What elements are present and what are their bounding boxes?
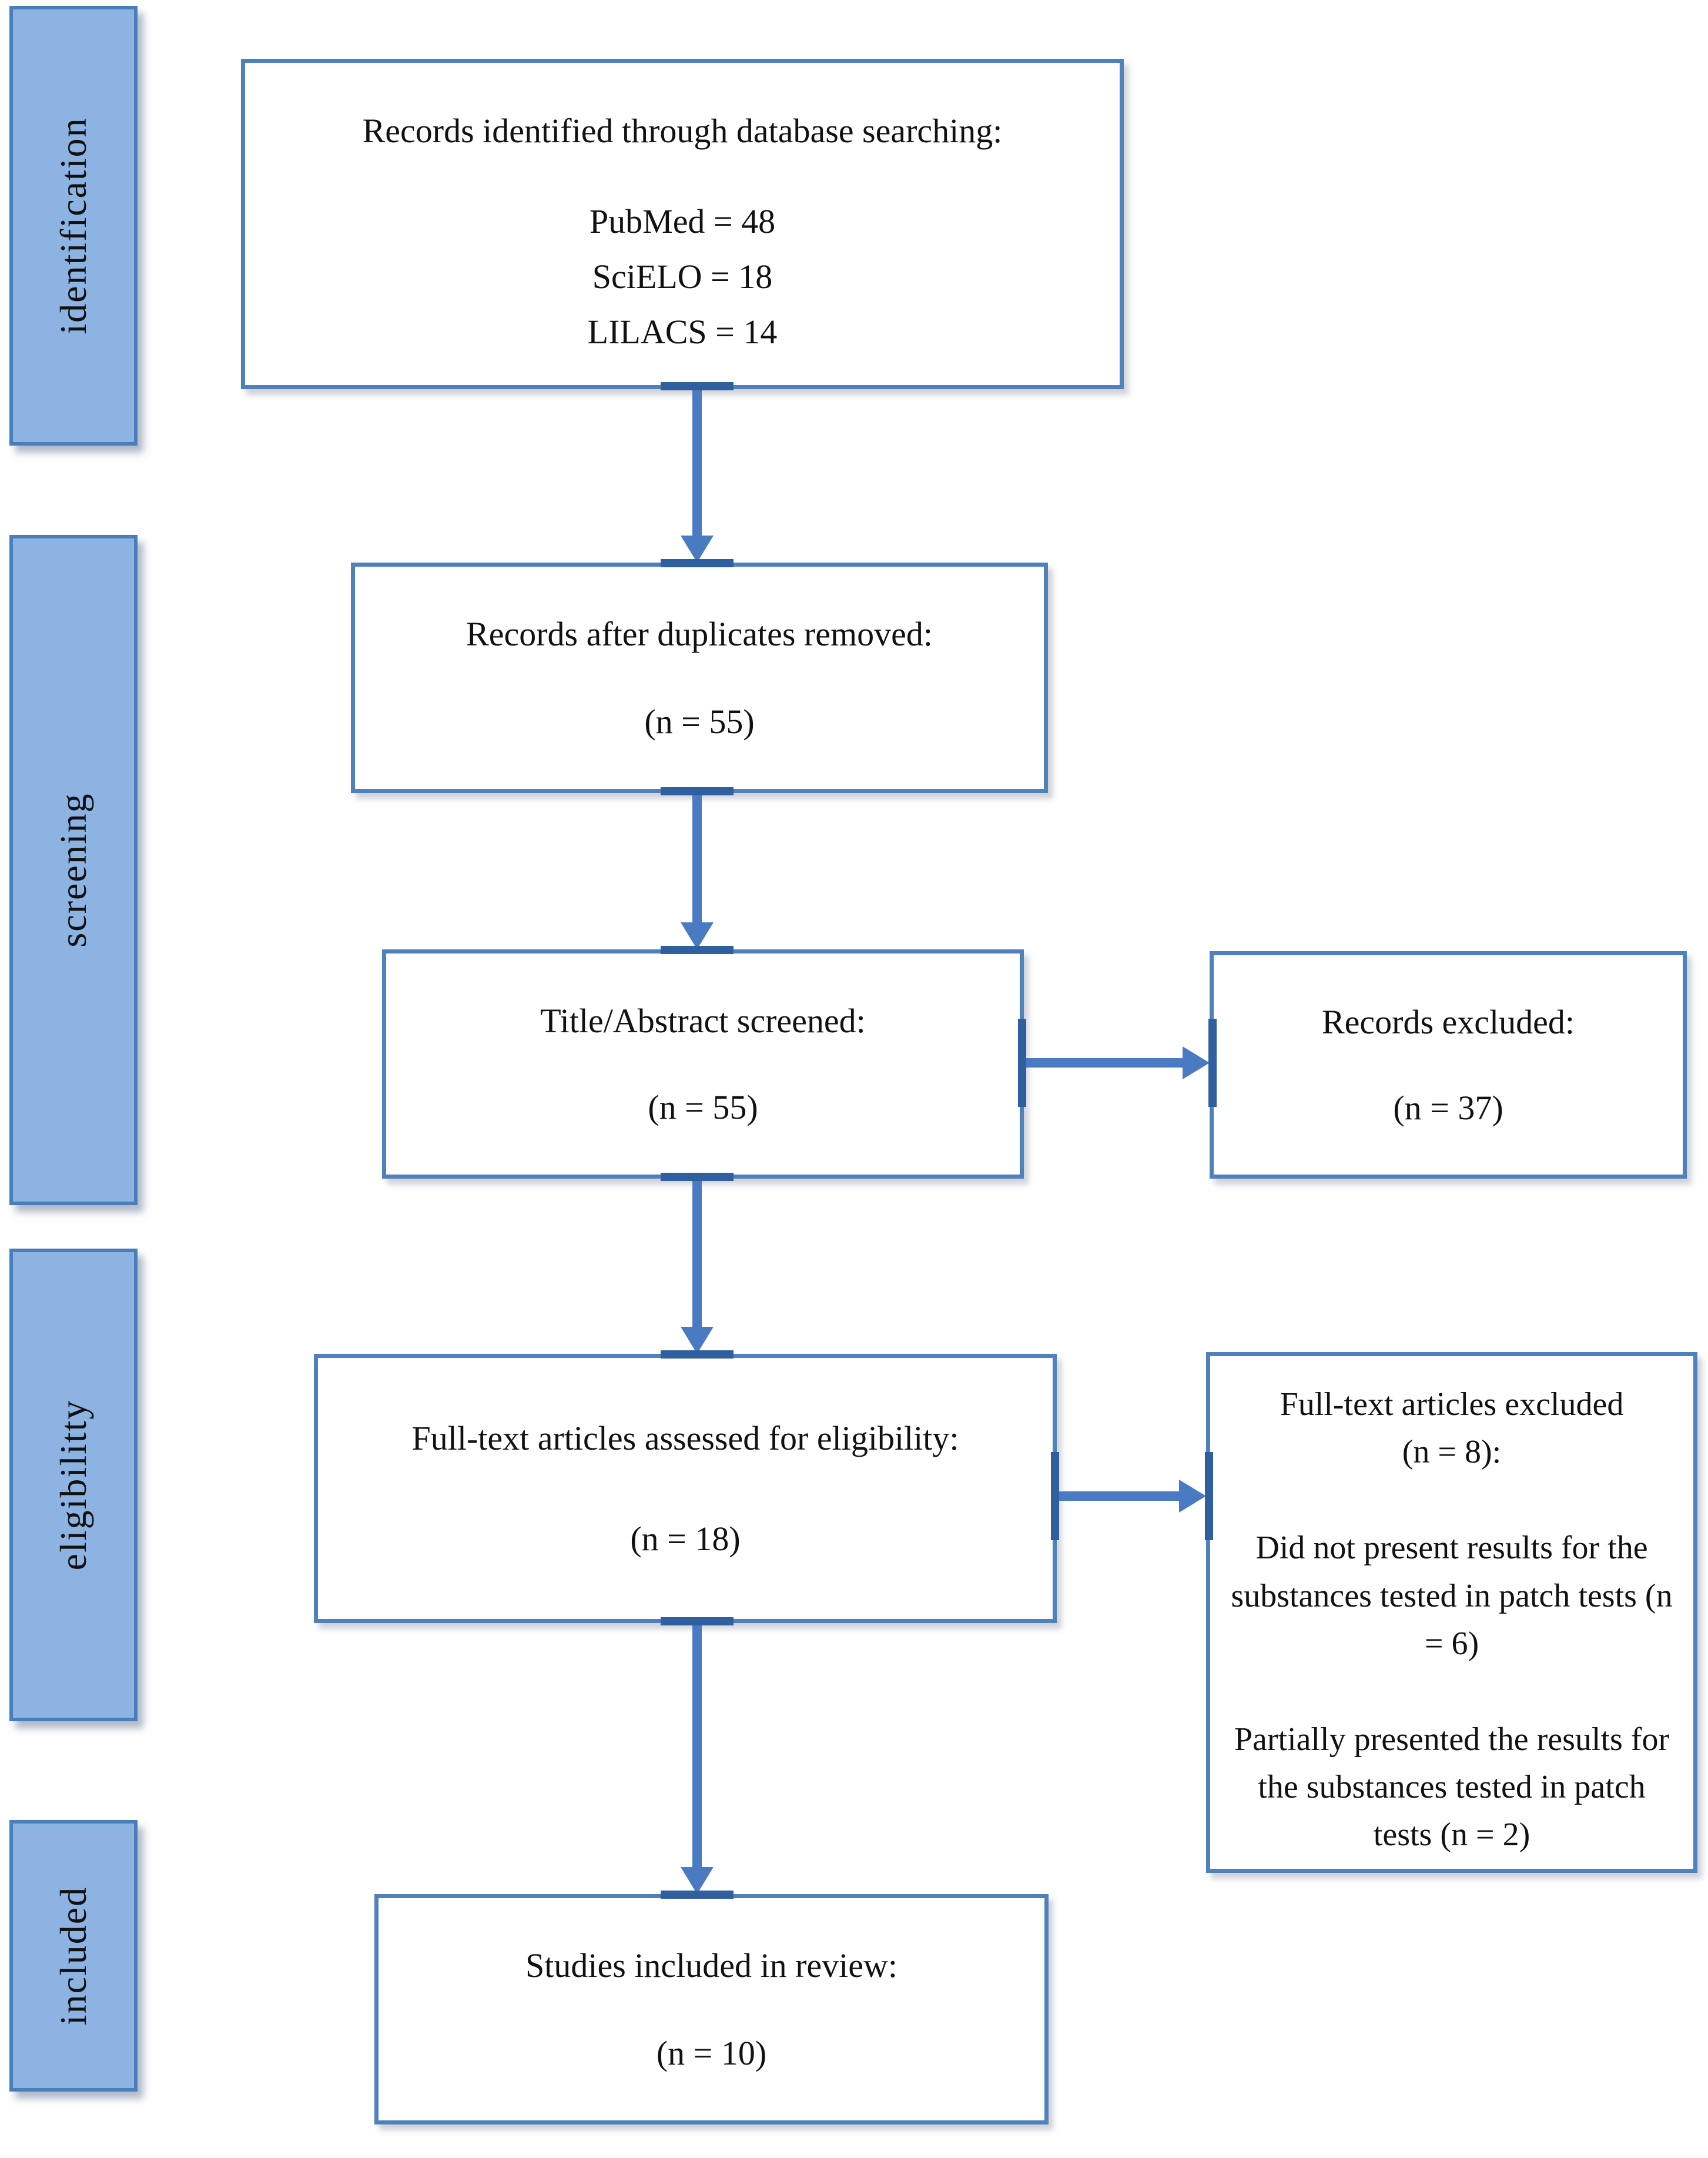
box-records-excluded-title: Records excluded: [1321, 1002, 1575, 1041]
phase-label-screening: screening [52, 792, 94, 948]
box-title-abstract-screened-title: Title/Abstract screened: [540, 1001, 866, 1040]
connector-tab [661, 787, 734, 795]
arrow-screened-to-excluded [1024, 1058, 1183, 1068]
source-count-scielo: SciELO = 18 [592, 257, 773, 296]
exclusion-reason-no-results: Did not present results for the substanc… [1231, 1530, 1673, 1662]
box-title-abstract-screened-count: (n = 55) [648, 1088, 758, 1127]
arrow-duplicates-to-screened [692, 793, 702, 922]
connector-tab [1051, 1452, 1059, 1540]
box-records-identified-sources: PubMed = 48 SciELO = 18 LILACS = 14 [588, 194, 778, 360]
box-duplicates-removed: Records after duplicates removed: (n = 5… [351, 563, 1048, 793]
box-duplicates-removed-title: Records after duplicates removed: [466, 615, 933, 654]
connector-tab [1018, 1019, 1026, 1107]
box-fulltext-excluded-title: Full-text articles excluded [1280, 1386, 1624, 1423]
box-records-excluded-count: (n = 37) [1393, 1089, 1503, 1127]
connector-tab [661, 946, 734, 954]
box-records-identified: Records identified through database sear… [241, 59, 1124, 389]
arrow-screened-to-fulltext [692, 1179, 702, 1327]
arrow-fulltext-to-excluded [1057, 1491, 1179, 1501]
box-duplicates-removed-count: (n = 55) [644, 702, 755, 741]
box-studies-included-title: Studies included in review: [525, 1946, 898, 1985]
box-fulltext-excluded: Full-text articles excluded (n = 8): Did… [1206, 1352, 1697, 1873]
connector-tab [661, 1173, 734, 1181]
phase-label-included: included [52, 1886, 94, 2026]
phase-box-screening: screening [9, 535, 138, 1205]
box-records-excluded: Records excluded: (n = 37) [1210, 951, 1687, 1179]
box-studies-included-count: (n = 10) [656, 2033, 767, 2072]
exclusion-reason-partial-results: Partially presented the results for the … [1234, 1721, 1670, 1853]
arrow-fulltext-to-included [692, 1623, 702, 1867]
box-title-abstract-screened: Title/Abstract screened: (n = 55) [382, 949, 1024, 1179]
connector-tab [661, 559, 734, 567]
box-fulltext-assessed-title: Full-text articles assessed for eligibil… [411, 1419, 959, 1458]
box-fulltext-assessed: Full-text articles assessed for eligibil… [314, 1354, 1057, 1623]
phase-box-identification: identification [9, 6, 138, 446]
arrow-identified-to-duplicates [692, 389, 702, 536]
box-records-identified-title: Records identified through database sear… [362, 112, 1003, 150]
box-fulltext-excluded-count: (n = 8): [1402, 1434, 1502, 1471]
connector-tab [661, 1617, 734, 1625]
box-fulltext-assessed-count: (n = 18) [630, 1519, 741, 1558]
phase-box-included: included [9, 1820, 138, 2092]
source-count-pubmed: PubMed = 48 [589, 202, 776, 240]
phase-label-eligibility: eligibilitty [52, 1399, 94, 1571]
connector-tab [661, 1350, 734, 1359]
phase-label-identification: identification [52, 117, 94, 334]
phase-box-eligibility: eligibilitty [9, 1249, 138, 1721]
connector-tab [1205, 1452, 1213, 1540]
box-studies-included: Studies included in review: (n = 10) [374, 1894, 1049, 2124]
source-count-lilacs: LILACS = 14 [587, 312, 778, 351]
connector-tab [661, 1891, 734, 1899]
connector-tab [661, 382, 734, 390]
connector-tab [1208, 1019, 1217, 1107]
